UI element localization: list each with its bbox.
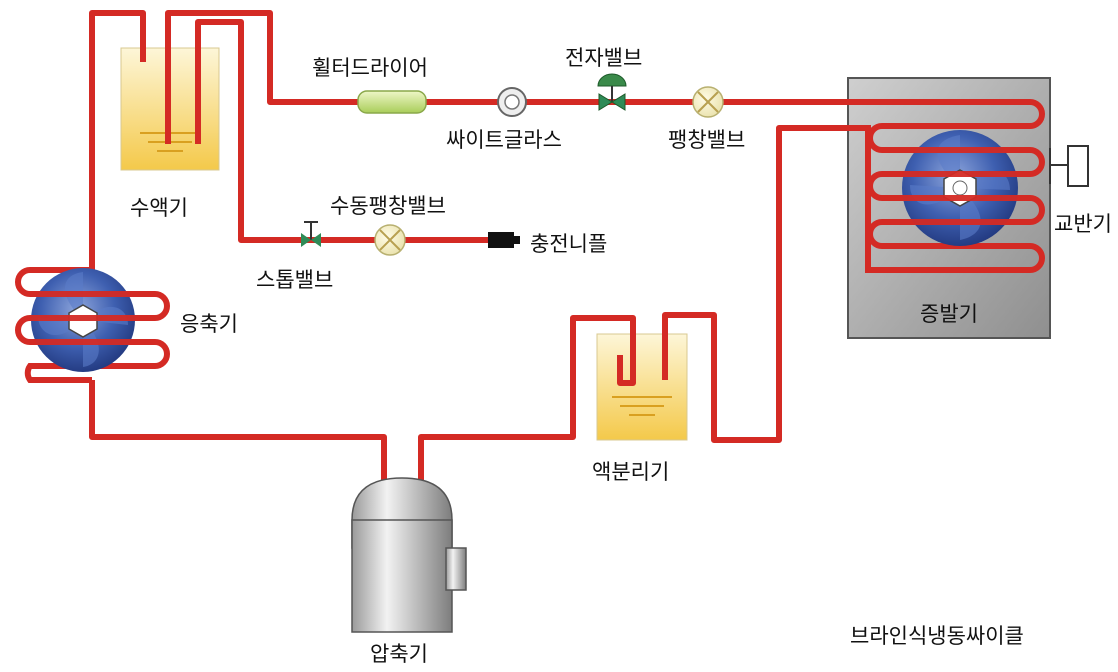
refrigerant-piping <box>89 10 858 480</box>
manual-expansion-valve-icon <box>374 224 406 256</box>
diagram-caption: 브라인식냉동싸이클 <box>850 624 1024 648</box>
charging-nipple-icon <box>488 232 520 248</box>
charging-nipple-label: 충전니플 <box>530 232 608 256</box>
agitator-label: 교반기 <box>1054 212 1112 236</box>
sight-glass-label: 싸이트글라스 <box>446 128 562 152</box>
evaporator-coil <box>848 99 1045 273</box>
condenser-coil <box>15 267 170 383</box>
stop-valve-icon <box>301 221 321 247</box>
filter-dryer-label: 휠터드라이어 <box>312 56 428 80</box>
expansion-valve-label: 팽창밸브 <box>668 128 746 152</box>
accumulator-tank <box>596 333 688 441</box>
sight-glass-icon <box>497 87 527 117</box>
expansion-valve-icon <box>692 86 724 118</box>
accumulator-label: 액분리기 <box>592 460 670 484</box>
compressor-label: 압축기 <box>370 642 428 666</box>
solenoid-valve-icon <box>597 73 627 111</box>
receiver-label: 수액기 <box>130 196 188 220</box>
condenser-label: 응축기 <box>180 312 238 336</box>
filter-dryer-icon <box>357 90 427 114</box>
manual-expansion-valve-label: 수동팽창밸브 <box>330 194 446 218</box>
solenoid-valve-label: 전자밸브 <box>565 46 643 70</box>
agitator-icon <box>1049 145 1089 187</box>
compressor-icon <box>351 477 467 633</box>
evaporator-label: 증발기 <box>920 302 978 326</box>
stop-valve-label: 스톱밸브 <box>256 268 334 292</box>
